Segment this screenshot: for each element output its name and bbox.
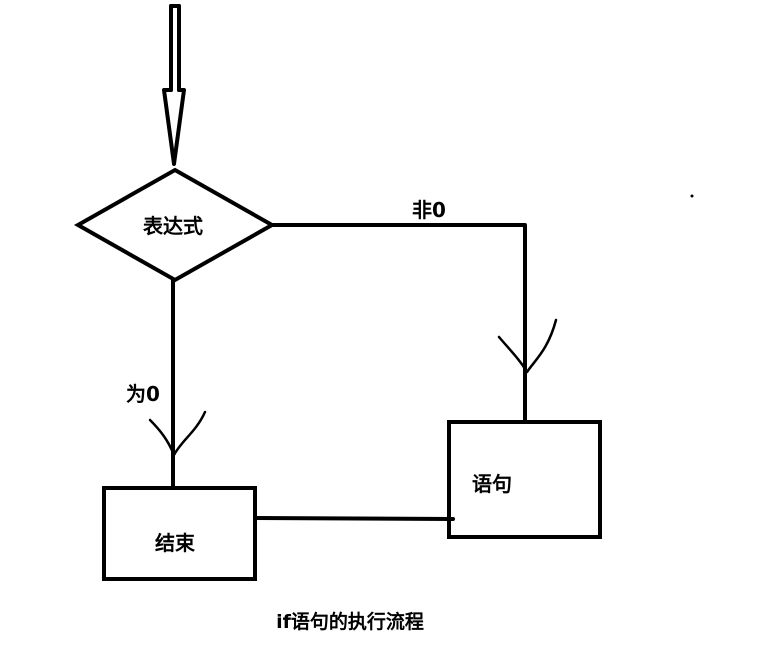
- statement-box: [447, 420, 602, 539]
- condition-label: 表达式: [143, 214, 203, 238]
- entry-arrow: [162, 4, 186, 166]
- edge-nonzero-arrowhead: [497, 318, 558, 374]
- edge-nonzero-label: 非0: [412, 198, 446, 222]
- diagram-caption: if语句的执行流程: [276, 610, 424, 633]
- stray-dot: [690, 194, 694, 198]
- end-label: 结束: [155, 531, 196, 555]
- edge-statement-to-end: [253, 516, 455, 521]
- edge-zero-label: 为0: [126, 382, 160, 406]
- edge-nonzero: [270, 223, 558, 422]
- statement-label: 语句: [472, 472, 512, 496]
- end-box: [102, 486, 257, 581]
- edge-zero: [148, 278, 207, 490]
- edge-zero-arrowhead: [148, 410, 207, 457]
